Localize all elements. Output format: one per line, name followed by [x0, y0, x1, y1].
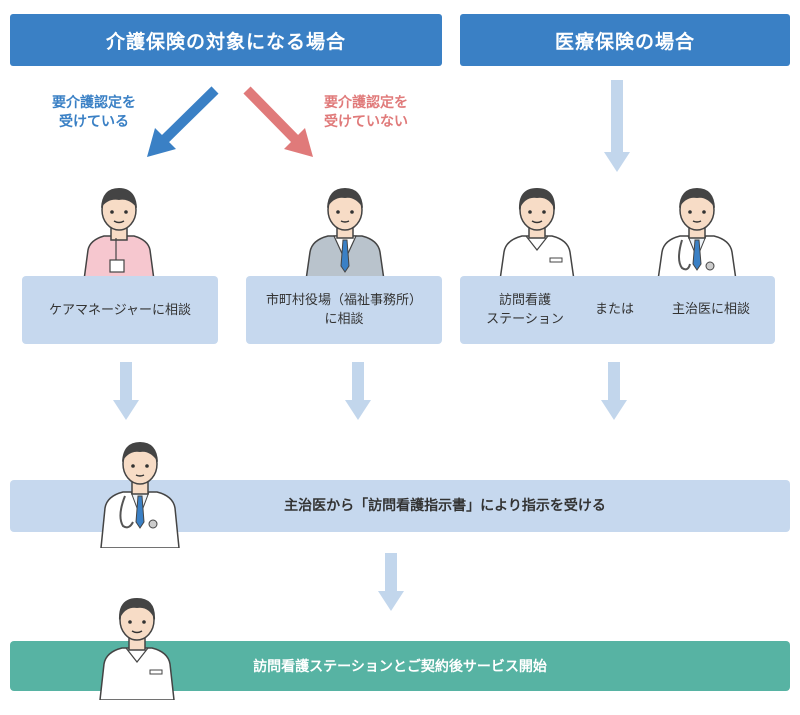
city-office-label: 市町村役場（福祉事務所） に相談	[265, 293, 422, 327]
arrow-not-certified	[243, 86, 313, 157]
instruction-label: 主治医から「訪問看護指示書」により指示を受ける	[284, 497, 606, 514]
doctor-consult-label: 主治医に相談	[672, 302, 751, 317]
note-certified: 要介護認定を 受けている	[52, 95, 136, 130]
arrow-certified	[147, 86, 219, 157]
care-manager-label: ケアマネージャーに相談	[48, 302, 192, 318]
doctor-illustration	[657, 188, 737, 280]
care-worker-illustration	[83, 188, 155, 280]
nurse-illustration-final	[99, 598, 175, 700]
arrow-down-3	[601, 362, 627, 420]
nurse-illustration	[499, 188, 575, 280]
arrow-down-1	[113, 362, 139, 420]
doctor-illustration-instruction	[100, 442, 180, 548]
medical-insurance-header-label: 医療保険の場合	[554, 30, 695, 53]
arrow-down-final	[378, 553, 404, 611]
care-insurance-header-label: 介護保険の対象になる場合	[105, 30, 346, 53]
care-manager-box: ケアマネージャーに相談	[22, 276, 218, 344]
or-label: または	[595, 302, 635, 317]
service-start-label: 訪問看護ステーションとご契約後サービス開始	[253, 659, 547, 675]
city-office-box: 市町村役場（福祉事務所） に相談	[246, 276, 442, 344]
office-worker-illustration	[305, 188, 385, 280]
medical-insurance-header: 医療保険の場合	[460, 14, 790, 66]
arrow-down-2	[345, 362, 371, 420]
medical-consult-box: 訪問看護 ステーション または 主治医に相談	[460, 276, 775, 344]
note-not-certified: 要介護認定を 受けていない	[324, 95, 408, 130]
care-insurance-header: 介護保険の対象になる場合	[10, 14, 442, 66]
station-label: 訪問看護 ステーション	[486, 293, 564, 327]
arrow-medical-down	[604, 80, 630, 172]
